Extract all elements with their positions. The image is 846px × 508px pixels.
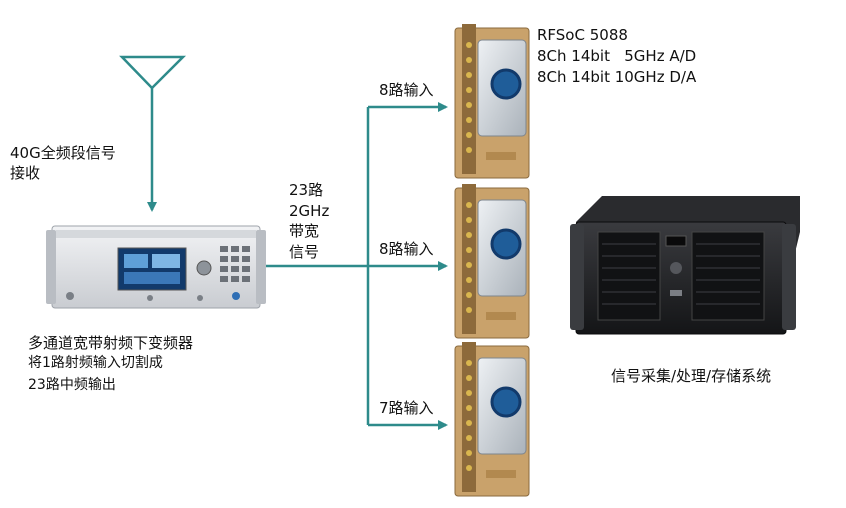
antenna-label-line1: 40G全频段信号 <box>10 144 116 162</box>
board-title-line3: 8Ch 14bit 10GHz D/A <box>537 68 697 86</box>
server-chassis <box>570 196 800 335</box>
rfsoc-board-3 <box>454 342 530 497</box>
converter-desc-line1: 将1路射频输入切割成 <box>28 355 163 371</box>
board-2-input-label: 8路输入 <box>379 240 434 258</box>
board-1-input-label: 8路输入 <box>379 81 434 99</box>
converter-title: 多通道宽带射频下变频器 <box>28 334 194 352</box>
signal-routing <box>266 102 448 430</box>
antenna-icon <box>119 55 187 212</box>
link-label-line3: 带宽 <box>289 222 320 240</box>
antenna-label-line2: 接收 <box>10 164 41 182</box>
server-label: 信号采集/处理/存储系统 <box>611 367 772 385</box>
downconverter-instrument <box>46 225 266 309</box>
rfsoc-board-1 <box>454 24 530 179</box>
converter-desc-line2: 23路中频输出 <box>28 377 116 393</box>
board-title-line2: 8Ch 14bit 5GHz A/D <box>537 47 697 65</box>
link-label-line4: 信号 <box>289 243 320 261</box>
rfsoc-board-2 <box>454 184 530 339</box>
board-title-line1: RFSoC 5088 <box>537 26 628 44</box>
board-3-input-label: 7路输入 <box>379 399 434 417</box>
link-label-line2: 2GHz <box>289 202 330 220</box>
link-label-line1: 23路 <box>289 181 324 199</box>
